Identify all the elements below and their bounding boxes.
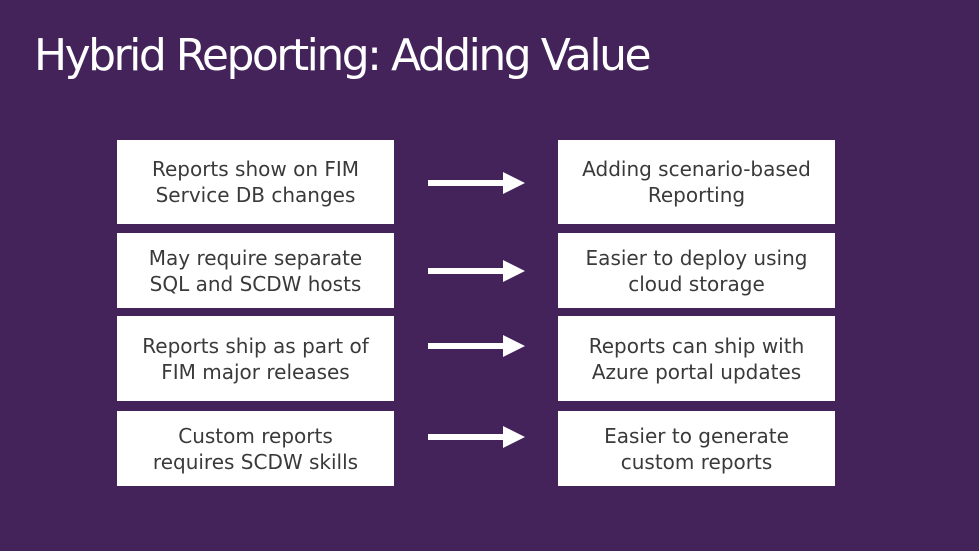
right-arrow-icon — [428, 426, 525, 448]
improved-state-box-4: Easier to generate custom reports — [558, 411, 835, 486]
slide-title: Hybrid Reporting: Adding Value — [34, 30, 652, 81]
current-state-box-4: Custom reports requires SCDW skills — [117, 411, 394, 486]
improved-state-box-3: Reports can ship with Azure portal updat… — [558, 316, 835, 401]
current-state-text-2: May require separate SQL and SCDW hosts — [148, 245, 363, 296]
current-state-box-3: Reports ship as part of FIM major releas… — [117, 316, 394, 401]
improved-state-text-4: Easier to generate custom reports — [604, 423, 789, 474]
right-arrow-icon — [428, 172, 525, 194]
improved-state-box-2: Easier to deploy using cloud storage — [558, 233, 835, 308]
current-state-box-2: May require separate SQL and SCDW hosts — [117, 233, 394, 308]
improved-state-text-1: Adding scenario-based Reporting — [582, 157, 811, 207]
improved-state-text-3: Reports can ship with Azure portal updat… — [588, 333, 805, 384]
current-state-text-4: Custom reports requires SCDW skills — [152, 423, 359, 474]
improved-state-box-1: Adding scenario-based Reporting — [558, 140, 835, 224]
improved-state-text-2: Easier to deploy using cloud storage — [585, 245, 808, 296]
current-state-text-1: Reports show on FIM Service DB changes — [151, 157, 360, 207]
right-arrow-icon — [428, 260, 525, 282]
current-state-text-3: Reports ship as part of FIM major releas… — [142, 333, 369, 384]
right-arrow-icon — [428, 335, 525, 357]
current-state-box-1: Reports show on FIM Service DB changes — [117, 140, 394, 224]
